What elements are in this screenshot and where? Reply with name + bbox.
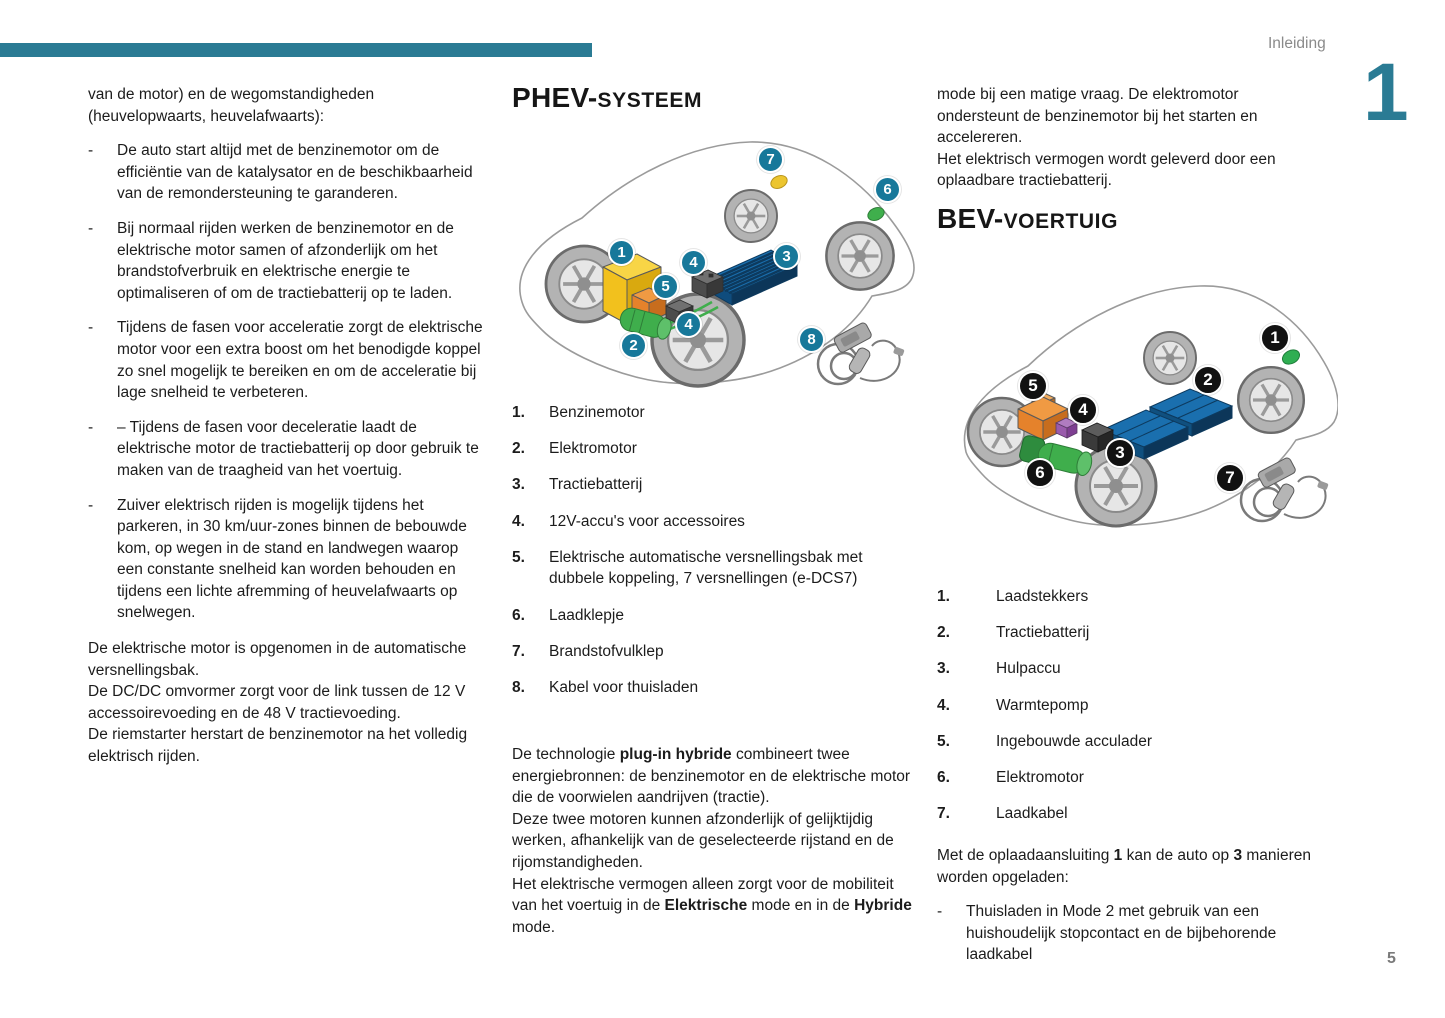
page-number: 5 — [1387, 950, 1396, 967]
bullet-dash: - — [88, 496, 94, 514]
bullet-item: - – Tijdens de fasen voor deceleratie la… — [88, 417, 486, 482]
bev-heat-pump — [1055, 417, 1078, 439]
bullet-text: Tijdens de fasen voor acceleratie zorgt … — [117, 319, 483, 402]
accent-bar — [0, 43, 592, 57]
bullet-text: De auto start altijd met de benzinemotor… — [117, 142, 473, 203]
phev-diagram: 1 2 3 4 4 5 6 7 8 — [508, 126, 928, 394]
bullet-item: - Tijdens de fasen voor acceleratie zorg… — [88, 317, 486, 403]
bullet-text: Thuisladen in Mode 2 met gebruik van een… — [966, 903, 1277, 964]
phev-badge-4b: 4 — [675, 311, 702, 338]
bev-badge-7: 7 — [1215, 463, 1245, 493]
list-item: 4.12V-accu's voor accessoires — [512, 512, 745, 530]
bullet-item: - De auto start altijd met de benzinemot… — [88, 140, 486, 205]
phev-badge-5: 5 — [652, 273, 679, 300]
bullet-dash: - — [88, 142, 94, 160]
phev-continuation: mode bij een matige vraag. De elektromot… — [937, 86, 1276, 190]
bev-badge-2: 2 — [1193, 365, 1223, 395]
closing-paragraph: De elektrische motor is opgenomen in de … — [88, 640, 468, 766]
bullet-dash: - — [88, 418, 94, 436]
list-item: 5.Elektrische automatische versnellingsb… — [512, 548, 863, 588]
wheel — [825, 221, 895, 291]
phev-badge-7: 7 — [757, 146, 784, 173]
bullet-text: – Tijdens de fasen voor deceleratie laad… — [117, 418, 479, 479]
phev-badge-8: 8 — [798, 326, 825, 353]
list-item: 7.Brandstofvulklep — [512, 642, 664, 660]
wheel — [1074, 444, 1158, 528]
wheel — [724, 189, 778, 243]
list-item: 5.Ingebouwde acculader — [937, 732, 1152, 750]
bev-charge-port — [1281, 349, 1301, 365]
bev-charging-cable — [1239, 457, 1329, 523]
list-item: 2.Elektromotor — [512, 440, 637, 458]
phev-section-title: PHEV-SYSTEEM — [512, 82, 703, 113]
phev-charging-cable — [816, 322, 905, 386]
bev-badge-6: 6 — [1025, 458, 1055, 488]
bullet-text: Bij normaal rijden werken de benzinemoto… — [117, 219, 454, 302]
list-item: 1.Benzinemotor — [512, 404, 645, 421]
bullet-dash: - — [88, 219, 94, 237]
phev-description: De technologie plug-in hybride combineer… — [512, 746, 912, 936]
list-item: 3.Hulpaccu — [937, 660, 1061, 678]
bev-badge-3: 3 — [1105, 438, 1135, 468]
bev-badge-1: 1 — [1260, 323, 1290, 353]
left-column: van de motor) en de wegomstandigheden (h… — [88, 84, 486, 768]
bev-car-illustration — [963, 285, 1338, 528]
phev-fuel-filler-cap — [770, 175, 788, 189]
bullet-item: - Bij normaal rijden werken de benzinemo… — [88, 218, 486, 304]
bullet-dash: - — [88, 319, 94, 337]
bev-diagram: 1 2 3 4 5 6 7 — [950, 260, 1338, 562]
list-item: 4.Warmtepomp — [937, 696, 1089, 714]
phev-badge-1: 1 — [608, 239, 635, 266]
phev-badge-2: 2 — [620, 332, 647, 359]
bev-badge-4: 4 — [1068, 395, 1098, 425]
list-item: 1.Laadstekkers — [937, 588, 1089, 605]
phev-legend-list: 1.Benzinemotor 2.Elektromotor 3.Tractieb… — [512, 402, 914, 713]
running-header: Inleiding — [1268, 35, 1326, 52]
bev-charging-bullet: - Thuisladen in Mode 2 met gebruik van e… — [937, 901, 1341, 966]
list-item: 6.Laadklepje — [512, 606, 624, 624]
phev-badge-3: 3 — [773, 243, 800, 270]
bev-section-title: BEV-VOERTUIG — [937, 203, 1119, 234]
bev-charging-intro: Met de oplaadaansluiting 1 kan de auto o… — [937, 847, 1312, 886]
list-item: 3.Tractiebatterij — [512, 476, 643, 494]
phev-badge-4a: 4 — [680, 249, 707, 276]
phev-car-illustration — [519, 141, 915, 388]
bev-badge-5: 5 — [1018, 371, 1048, 401]
list-item: 8.Kabel voor thuisladen — [512, 678, 699, 696]
phev-charge-flap — [867, 207, 885, 221]
chapter-number: 1 — [1363, 47, 1409, 138]
bullet-item: - Zuiver elektrisch rijden is mogelijk t… — [88, 495, 486, 625]
phev-electric-motor — [619, 307, 672, 340]
bullet-text: Zuiver elektrisch rijden is mogelijk tij… — [117, 496, 467, 622]
bullet-dash: - — [937, 903, 943, 920]
wheel — [1236, 365, 1306, 435]
phev-aux-battery — [691, 269, 724, 299]
phev-badge-6: 6 — [874, 176, 901, 203]
wheel — [1143, 331, 1197, 385]
intro-paragraph: van de motor) en de wegomstandigheden (h… — [88, 86, 375, 125]
list-item: 2.Tractiebatterij — [937, 624, 1090, 642]
list-item: 6.Elektromotor — [937, 768, 1084, 786]
bev-legend-list: 1.Laadstekkers 2.Tractiebatterij 3.Hulpa… — [937, 586, 1335, 839]
car-outline — [519, 141, 915, 385]
list-item: 7.Laadkabel — [937, 805, 1068, 823]
